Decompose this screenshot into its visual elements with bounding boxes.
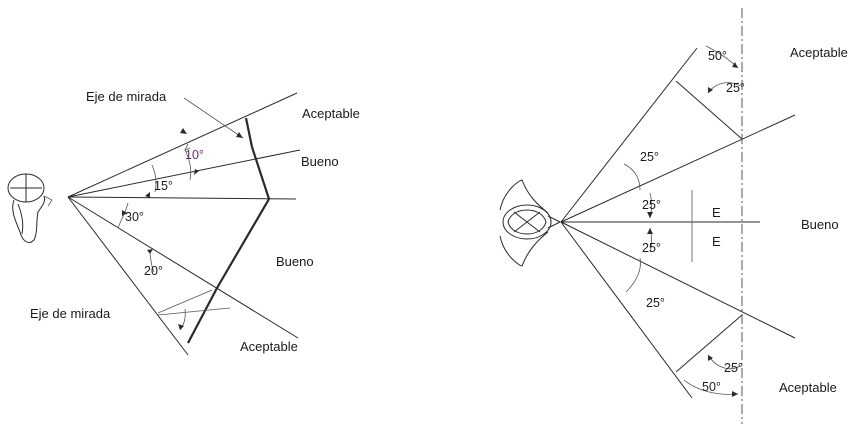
label-bueno-right: Bueno [801,217,839,232]
leader-eje-bottom-1 [157,289,213,314]
label-aceptable-top-left: Aceptable [302,106,360,121]
ray-horizontal [67,196,297,200]
arc-10 [184,149,192,181]
angle-label-25-b: 25° [642,198,661,212]
angle-label-25-c: 25° [642,241,661,255]
label-aceptable-bottom-right: Aceptable [779,380,837,395]
label-aceptable-bottom-left: Aceptable [240,339,298,354]
leader-eje-top [183,97,244,139]
angle-label-25-a: 25° [640,150,659,164]
angle-label-25-top-corner: 25° [726,81,745,95]
left-diagram: Eje de mirada Aceptable Bueno Bueno Eje … [7,89,360,356]
ray-upper-limit [67,92,298,198]
label-eje-de-mirada-bottom: Eje de mirada [30,306,111,321]
angle-label-25-bottom-corner: 25° [724,361,743,375]
ray-top-good [560,114,796,223]
label-e-top: E [712,205,721,220]
label-eje-de-mirada-top: Eje de mirada [86,89,167,104]
angle-label-20: 20° [144,264,163,278]
ray-lower-limit [67,196,189,356]
display-outline [187,117,271,344]
label-bueno-bottom-left: Bueno [276,254,314,269]
right-diagram: Aceptable Bueno Aceptable E E 50° 25° 25… [499,8,848,424]
head-top-view-icon [499,179,562,267]
ray-gaze-axis-bottom [67,196,299,339]
angle-label-10: 10° [185,148,204,162]
ray-gaze-axis-top [67,149,301,198]
leader-eje-bottom-2 [157,307,231,316]
angle-label-50-top: 50° [708,49,727,63]
ray-top-acceptable [560,47,698,223]
angle-label-30: 30° [125,210,144,224]
head-profile-icon [7,173,53,243]
arc-25-1 [623,163,641,191]
panel-top [675,80,743,140]
angle-label-15: 15° [154,179,173,193]
ray-bottom-acceptable [560,221,693,399]
angle-label-25-d: 25° [646,296,665,310]
ray-bottom-good [560,221,796,339]
angle-label-50-bottom: 50° [702,380,721,394]
arc-25-4 [625,257,641,293]
label-bueno-top-left: Bueno [301,154,339,169]
panel-bottom [675,314,743,373]
label-e-bottom: E [712,234,721,249]
label-aceptable-top-right: Aceptable [790,45,848,60]
arc-30 [117,202,129,229]
arc-15 [151,164,157,193]
